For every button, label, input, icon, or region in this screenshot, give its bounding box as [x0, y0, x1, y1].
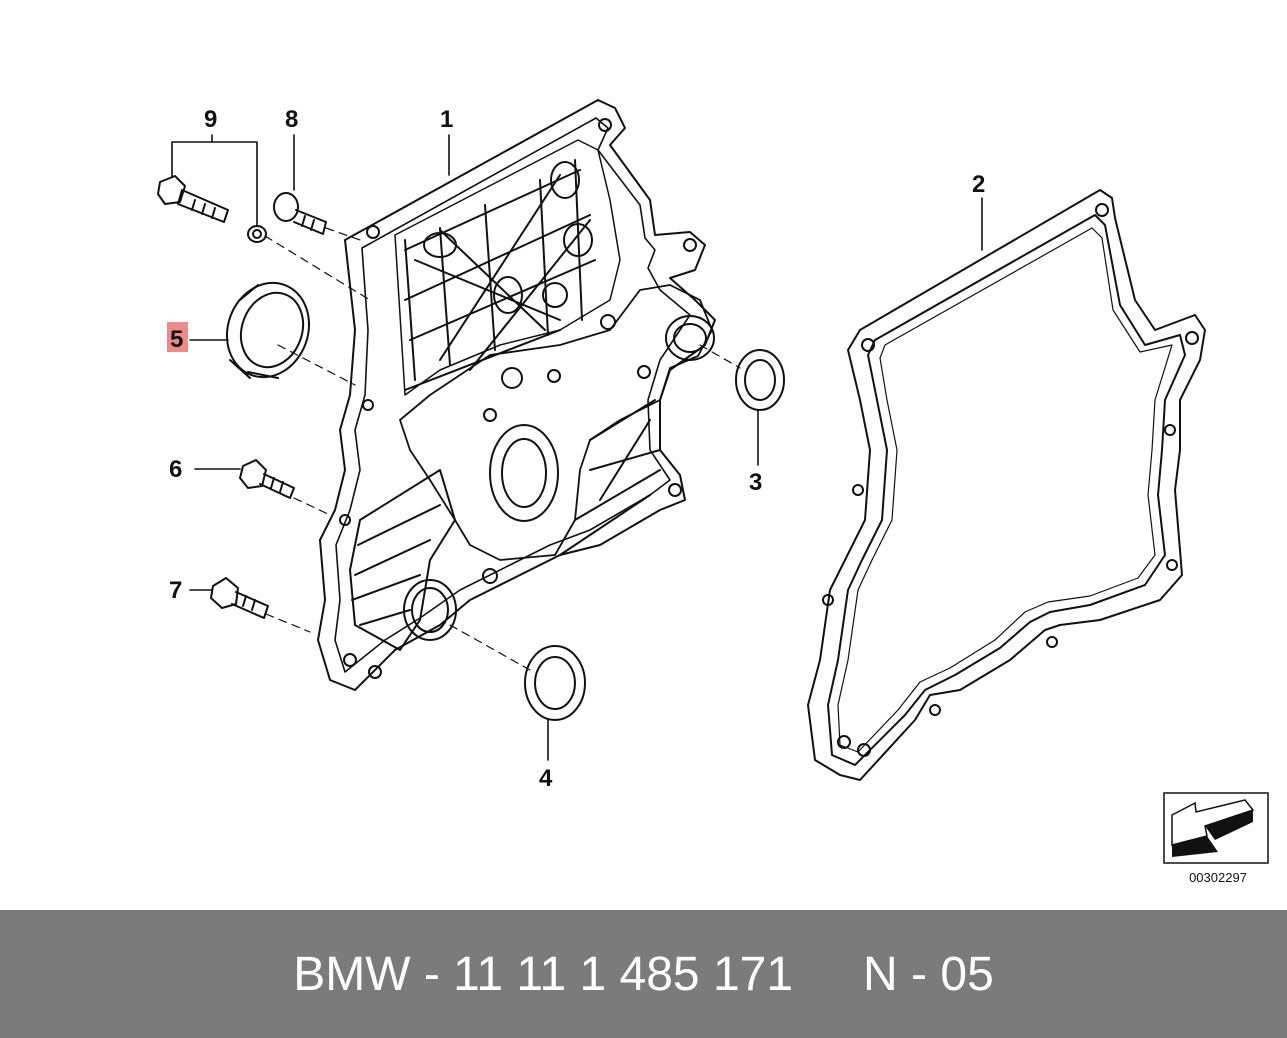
bolt-8 — [273, 192, 327, 235]
timing-cover — [317, 99, 716, 691]
parts-diagram: 1 2 3 4 5 6 7 8 9 — [157, 99, 1269, 864]
callout-2: 2 — [972, 171, 985, 198]
cover-gasket — [807, 189, 1206, 781]
bolt-7 — [210, 577, 269, 619]
bolt-9 — [157, 175, 267, 243]
bolt-6 — [239, 459, 295, 499]
drawing-reference-number: 00302297 — [1189, 870, 1247, 885]
shaft-seal-5 — [225, 281, 311, 379]
callout-9: 9 — [204, 106, 217, 133]
seal-ring-4 — [524, 645, 586, 721]
group-code: N - 05 — [863, 947, 994, 1001]
dashed-lines — [264, 227, 741, 671]
callout-5-highlight — [167, 322, 188, 352]
callout-8: 8 — [285, 106, 298, 133]
leader-lines — [171, 134, 983, 761]
seal-ring-3 — [735, 349, 785, 411]
part-number: BMW - 11 11 1 485 171 — [293, 947, 794, 1001]
callout-1: 1 — [440, 106, 453, 133]
callout-7: 7 — [169, 577, 182, 604]
callout-6: 6 — [169, 456, 182, 483]
footer-bar: BMW - 11 11 1 485 171 N - 05 — [0, 910, 1287, 1038]
callout-5: 5 — [170, 326, 183, 353]
orientation-arrow-icon — [1163, 792, 1269, 864]
callout-3: 3 — [749, 469, 762, 496]
callout-4: 4 — [539, 765, 553, 792]
footer-text: BMW - 11 11 1 485 171 N - 05 — [0, 910, 1287, 1038]
